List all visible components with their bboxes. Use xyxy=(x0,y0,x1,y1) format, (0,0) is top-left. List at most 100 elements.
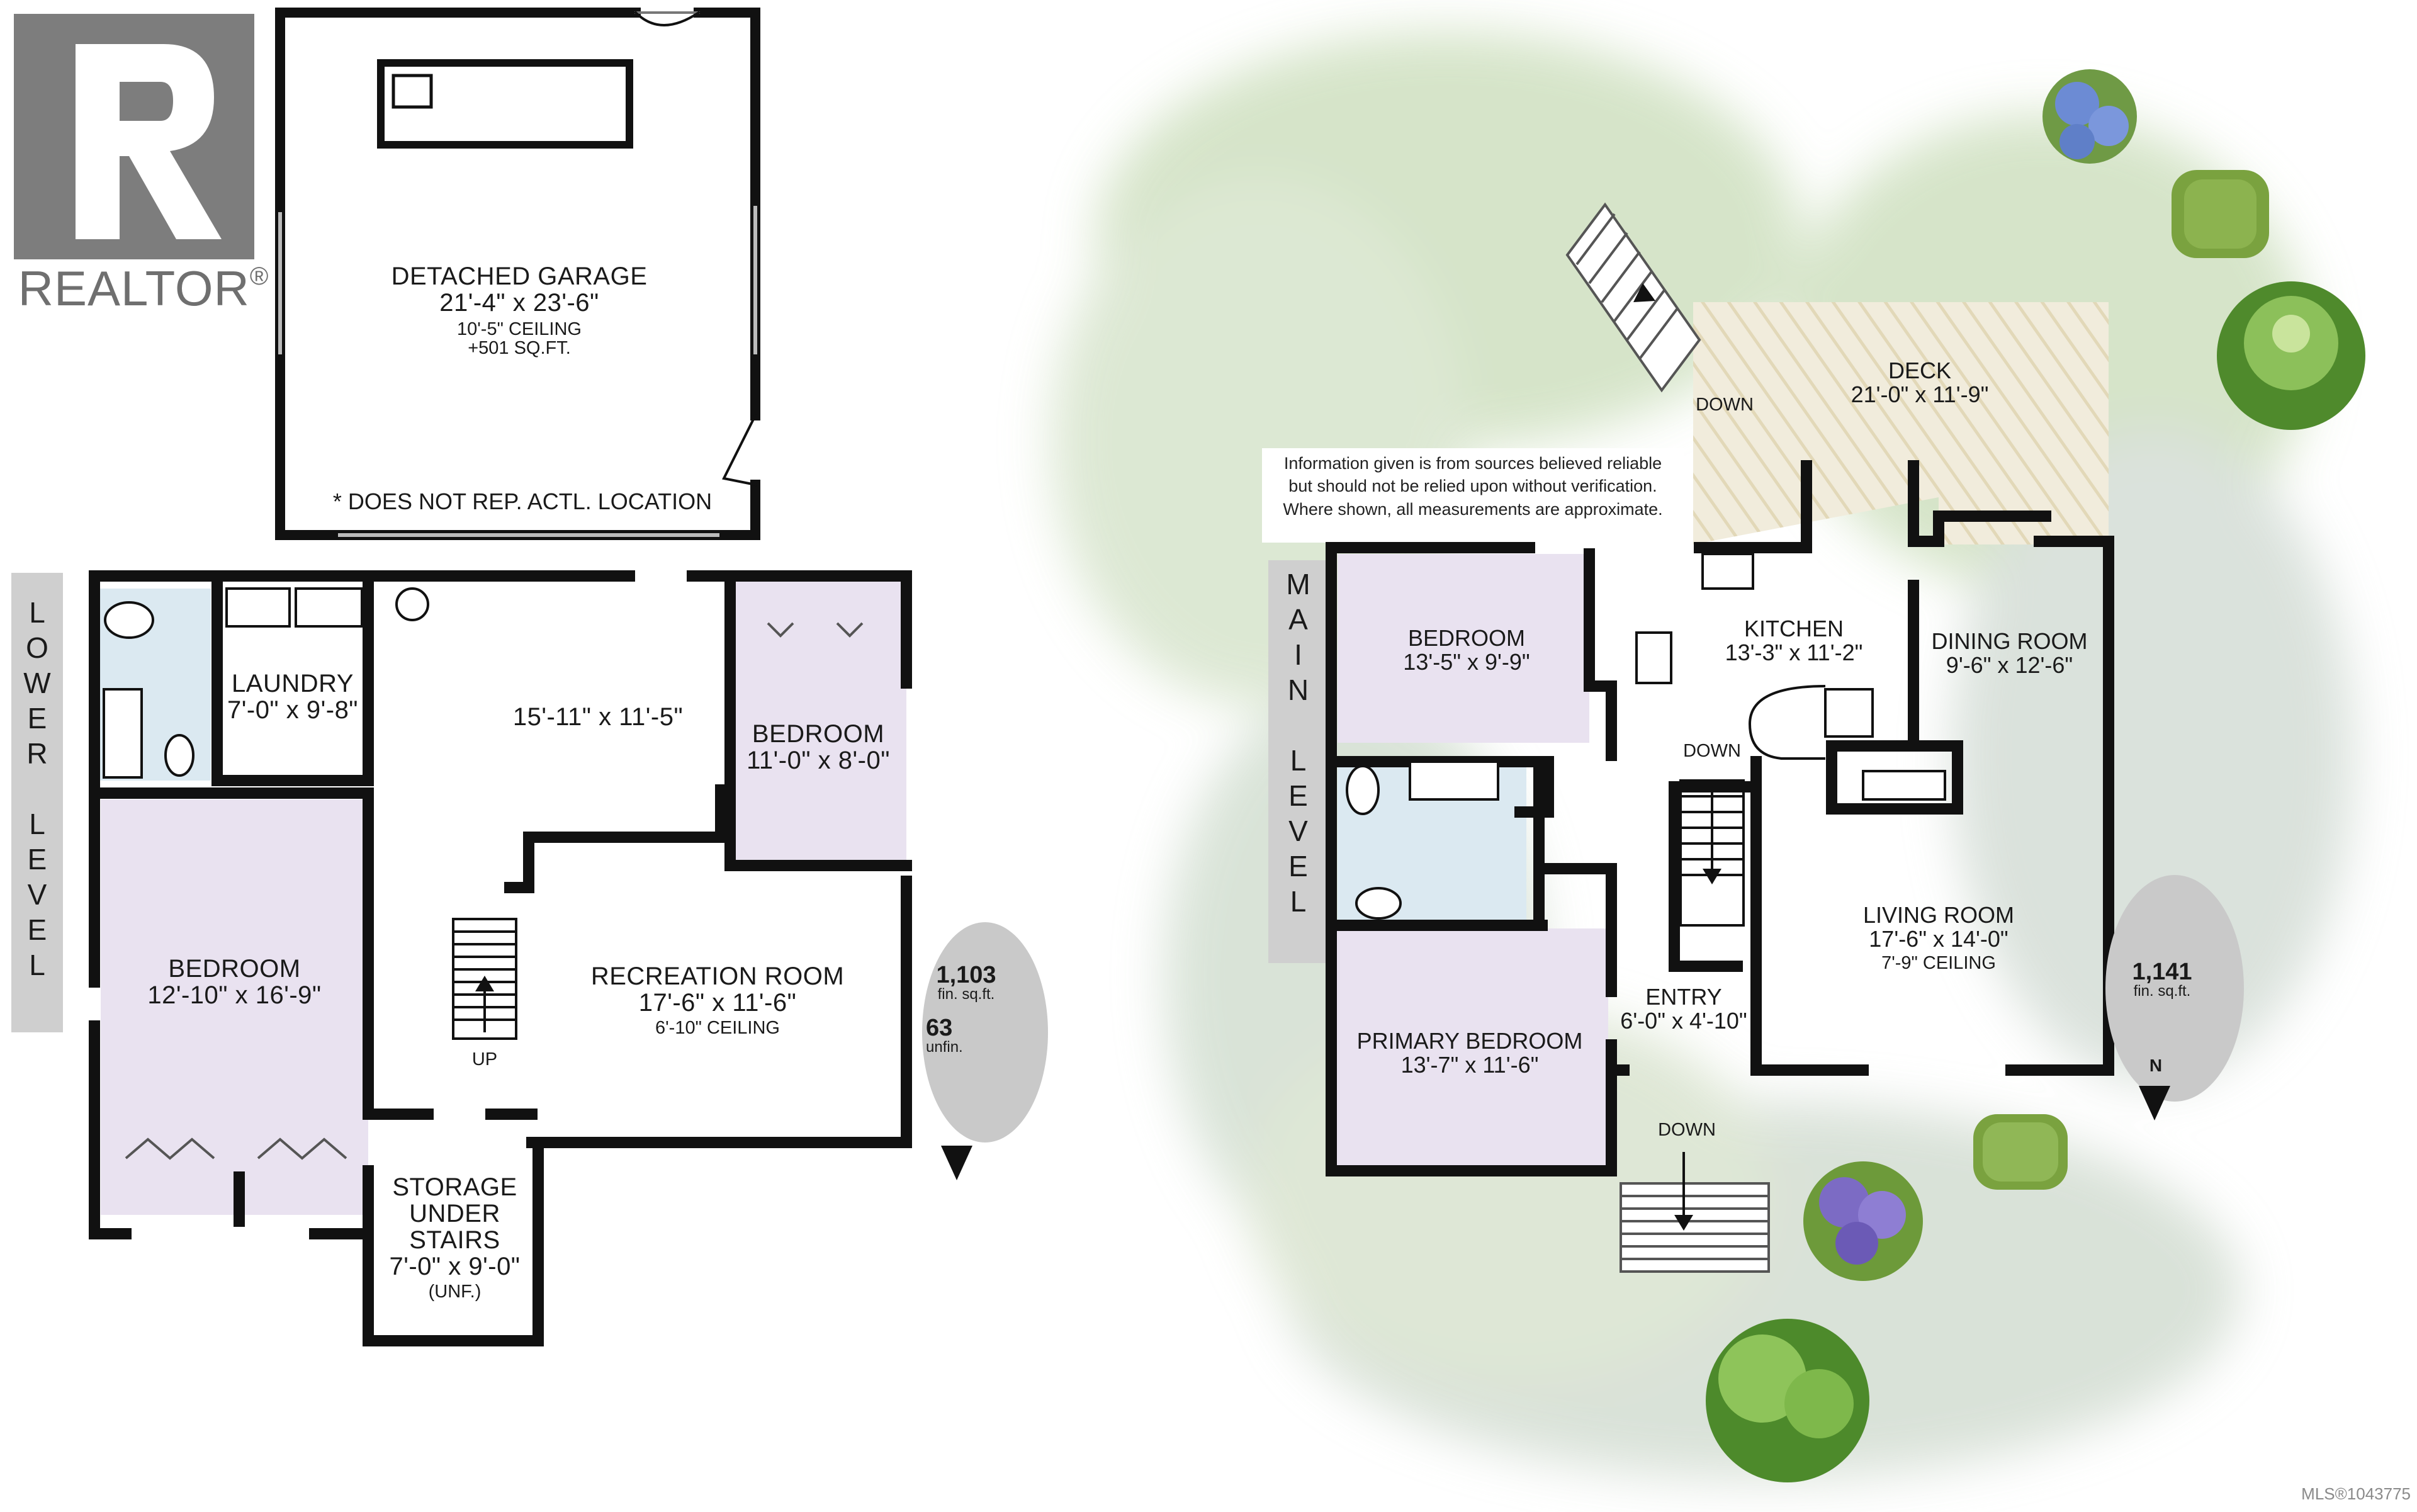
disclaimer-line-1: Information given is from sources believ… xyxy=(1283,454,1662,473)
primary-bedroom-dims: 13'-7" x 11'-6" xyxy=(1400,1051,1539,1078)
tree-lower xyxy=(1706,1319,1869,1482)
primary-bedroom-name: PRIMARY BEDROOM xyxy=(1356,1028,1583,1054)
recreation-ceiling: 6'-10" CEILING xyxy=(655,1018,780,1038)
bush-purple xyxy=(1803,1161,1923,1281)
disclaimer: Information given is from sources believ… xyxy=(1262,452,1684,521)
mls-number: MLS®1043775 xyxy=(2301,1484,2411,1503)
lower-letter: E xyxy=(27,913,47,946)
storage-name-2: UNDER xyxy=(409,1200,500,1227)
bush-square xyxy=(2172,170,2269,258)
garage-dims: 21'-4" x 23'-6" xyxy=(439,289,599,317)
living-name: LIVING ROOM xyxy=(1862,902,2015,928)
lower-bedroom-large-label: BEDROOM 12'-10" x 16'-9" xyxy=(101,956,368,1008)
primary-bedroom-label: PRIMARY BEDROOM 13'-7" x 11'-6" xyxy=(1331,1029,1608,1077)
lower-letter: L xyxy=(29,808,45,840)
main-letter: L xyxy=(1290,885,1307,918)
main-bedroom-dims: 13'-5" x 9'-9" xyxy=(1403,648,1530,675)
kitchen-name: KITCHEN xyxy=(1744,616,1844,641)
front-stair-down: DOWN xyxy=(1658,1120,1716,1140)
laundry-dims: 7'-0" x 9'-8" xyxy=(227,696,359,724)
deck-name: DECK xyxy=(1888,358,1952,383)
garage-area: +501 SQ.FT. xyxy=(468,338,571,359)
lower-level-plan xyxy=(11,570,1048,1346)
garage-note: * DOES NOT REP. ACTL. LOCATION xyxy=(332,488,713,514)
realtor-logo xyxy=(14,14,254,259)
recreation-label: RECREATION ROOM 17'-6" x 11'-6" 6'-10" C… xyxy=(566,963,869,1037)
dining-label: DINING ROOM 9'-6" x 12'-6" xyxy=(1917,629,2102,677)
dining-dims: 9'-6" x 12'-6" xyxy=(1946,652,2073,678)
disclaimer-line-3: Where shown, all measurements are approx… xyxy=(1283,499,1663,519)
main-letter: M xyxy=(1286,568,1310,601)
main-letter: E xyxy=(1288,850,1308,883)
lower-level-label: L O W E R L E V E L xyxy=(11,598,63,986)
inner-stair-down: DOWN xyxy=(1683,741,1741,761)
lower-bedroom-small-dims: 11'-0" x 8'-0" xyxy=(747,747,890,774)
lower-finished-sqft: 1,103 xyxy=(936,962,996,988)
entry-name: ENTRY xyxy=(1645,984,1722,1010)
lower-bedroom-large-name: BEDROOM xyxy=(168,955,301,983)
entry-dims: 6'-0" x 4'-10" xyxy=(1620,1007,1747,1034)
laundry-name: LAUNDRY xyxy=(232,670,354,697)
deck-label: DECK 21'-0" x 11'-9" xyxy=(1825,359,2014,407)
tree-round xyxy=(2217,281,2365,430)
main-letter: A xyxy=(1288,603,1308,636)
bush-lower-square xyxy=(1973,1114,2068,1190)
garage-name: DETACHED GARAGE xyxy=(391,262,648,290)
living-label: LIVING ROOM 17'-6" x 14'-0" 7'-9" CEILIN… xyxy=(1781,903,2096,973)
realtor-wordmark: REALTOR® xyxy=(11,261,276,316)
lower-stair-up: UP xyxy=(471,1049,498,1069)
storage-unf: (UNF.) xyxy=(428,1282,482,1302)
entry-label: ENTRY 6'-0" x 4'-10" xyxy=(1614,985,1753,1033)
main-level-label: M A I N L E V E L xyxy=(1268,570,1328,922)
realtor-name: REALTOR xyxy=(18,261,250,316)
recreation-dims: 17'-6" x 11'-6" xyxy=(638,989,797,1017)
storage-label: STORAGE UNDER STAIRS 7'-0" x 9'-0" (UNF.… xyxy=(378,1174,532,1301)
main-finished-sqft: 1,141 xyxy=(2132,959,2192,985)
garage-label: DETACHED GARAGE 21'-4" x 23'-6" 10'-5" C… xyxy=(340,263,699,358)
recreation-name: RECREATION ROOM xyxy=(590,962,845,990)
bush-blue xyxy=(2042,69,2137,164)
garage-ceiling: 10'-5" CEILING xyxy=(457,319,582,339)
storage-name-3: STAIRS xyxy=(409,1226,500,1254)
lower-letter: E xyxy=(27,843,47,876)
storage-name-1: STORAGE xyxy=(392,1173,517,1201)
lower-letter: L xyxy=(29,949,45,981)
main-letter: V xyxy=(1288,815,1308,847)
main-bedroom-name: BEDROOM xyxy=(1407,625,1525,651)
dining-name: DINING ROOM xyxy=(1931,628,2088,654)
realtor-reg: ® xyxy=(249,262,269,290)
living-dims: 17'-6" x 14'-0" xyxy=(1869,925,2009,952)
kitchen-label: KITCHEN 13'-3" x 11'-2" xyxy=(1687,617,1901,665)
kitchen-dims: 13'-3" x 11'-2" xyxy=(1725,639,1863,665)
lower-unfinished-sqft: 63 xyxy=(926,1015,953,1041)
lower-bedroom-large-dims: 12'-10" x 16'-9" xyxy=(147,981,322,1009)
deck-stair-down: DOWN xyxy=(1696,395,1754,415)
main-area-badge: 1,141 fin. sq.ft. xyxy=(2115,960,2209,999)
lower-area-badge: 1,103 fin. sq.ft. 63 unfin. xyxy=(922,963,1010,1055)
main-letter: N xyxy=(1287,674,1309,706)
main-level-plan xyxy=(1262,202,2244,1273)
lower-letter: V xyxy=(27,878,47,911)
main-fin-label: fin. sq.ft. xyxy=(2133,983,2191,1000)
main-bedroom-label: BEDROOM 13'-5" x 9'-9" xyxy=(1341,626,1592,674)
deck-dims: 21'-0" x 11'-9" xyxy=(1851,381,1989,407)
garage xyxy=(275,8,760,540)
lower-unf-label: unfin. xyxy=(926,1039,963,1056)
lower-letter: E xyxy=(27,702,47,735)
north-arrow-label: N xyxy=(2149,1056,2163,1075)
living-ceiling: 7'-9" CEILING xyxy=(1881,952,1996,973)
lower-fin-label: fin. sq.ft. xyxy=(937,986,995,1003)
lower-letter: L xyxy=(29,596,45,629)
lower-letter: O xyxy=(26,631,48,664)
lower-letter: R xyxy=(26,737,48,770)
lower-bedroom-small-name: BEDROOM xyxy=(752,720,885,748)
lower-letter: W xyxy=(23,667,51,699)
main-letter: E xyxy=(1288,779,1308,812)
main-letter: L xyxy=(1290,744,1307,777)
disclaimer-line-2: but should not be relied upon without ve… xyxy=(1288,477,1657,496)
hall-dims: 15'-11" x 11'-5" xyxy=(512,703,684,731)
main-letter: I xyxy=(1294,638,1302,671)
storage-dims: 7'-0" x 9'-0" xyxy=(389,1253,521,1280)
laundry-label: LAUNDRY 7'-0" x 9'-8" xyxy=(217,670,368,723)
lower-bedroom-small-label: BEDROOM 11'-0" x 8'-0" xyxy=(730,721,906,774)
